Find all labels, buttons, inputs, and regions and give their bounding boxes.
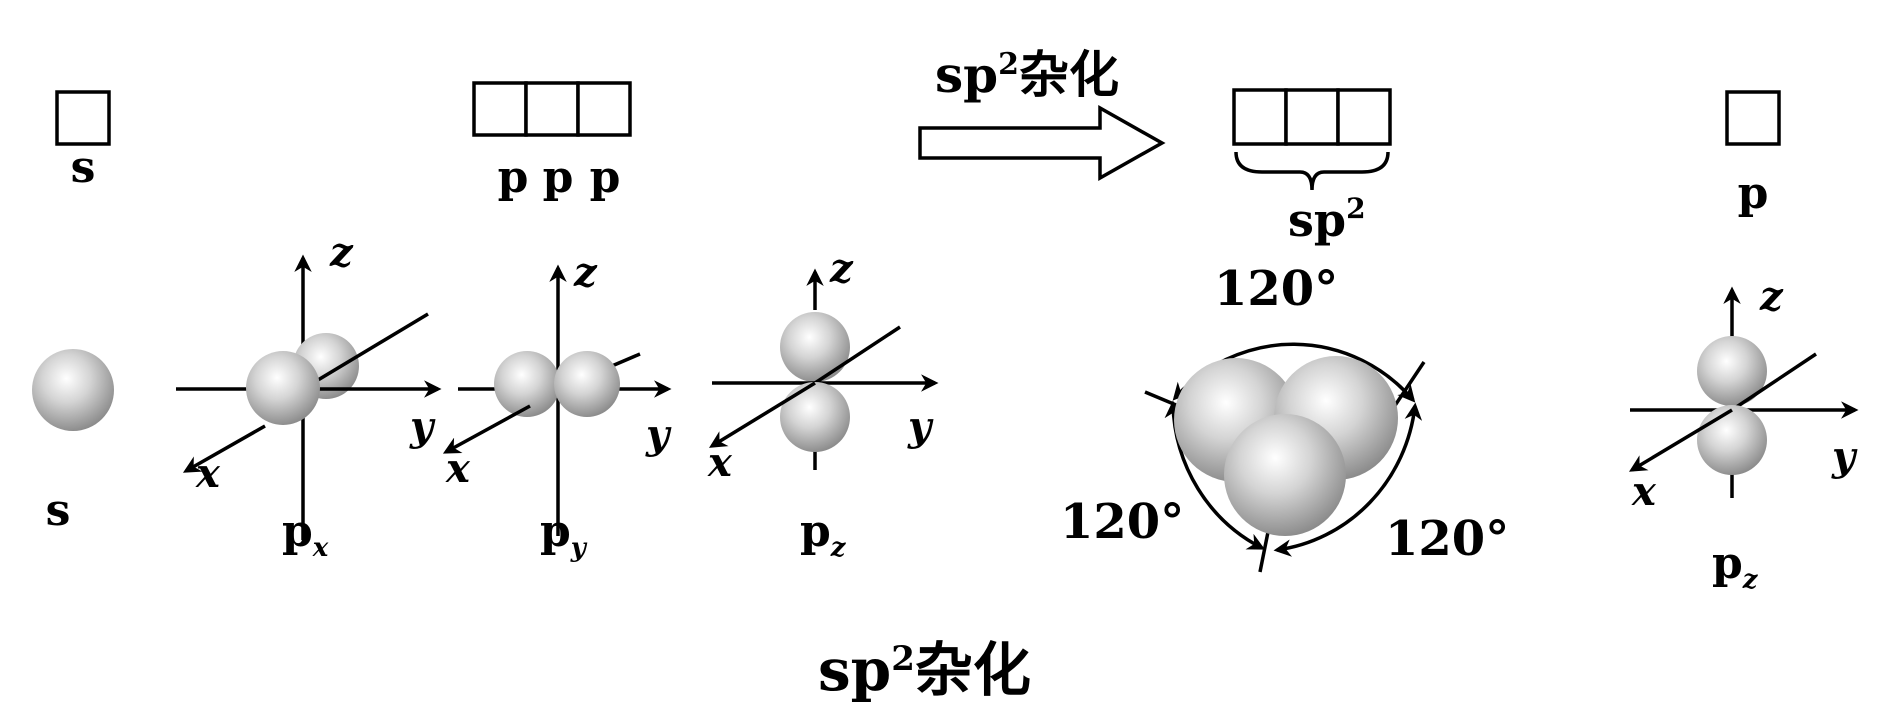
px-lobe-front bbox=[246, 351, 320, 425]
diagram-caption: sp2杂化 bbox=[818, 636, 1031, 704]
s-sphere bbox=[32, 349, 114, 431]
pz-x-label: x bbox=[707, 439, 733, 486]
px-orbital: z y x px bbox=[176, 229, 442, 563]
pz-label: pz bbox=[800, 506, 847, 563]
sp2-brace bbox=[1234, 151, 1390, 191]
py-x-axis bbox=[442, 404, 531, 454]
pz-lobe-bottom bbox=[780, 382, 850, 452]
px-x-label: x bbox=[195, 450, 221, 497]
py-y-label: y bbox=[645, 411, 672, 458]
p-orbital-box-1 bbox=[472, 81, 528, 137]
px-x-axis bbox=[182, 424, 266, 473]
sp2-lobe-bottom bbox=[1224, 414, 1346, 536]
px-xdiag-far bbox=[302, 312, 429, 391]
angle-arc-right bbox=[1273, 402, 1423, 557]
sp2-box-2 bbox=[1284, 88, 1340, 146]
px-label: px bbox=[282, 506, 329, 563]
pz-lobe-top bbox=[780, 312, 850, 382]
s-box-label: s bbox=[71, 142, 96, 193]
pz-right-x-axis bbox=[1628, 408, 1733, 472]
p-box-label-2: p bbox=[543, 152, 574, 203]
pz-y-label: y bbox=[907, 403, 934, 450]
py-z-label: z bbox=[573, 249, 598, 296]
s-orbital-label: s bbox=[46, 485, 71, 536]
py-orbital: z y x py bbox=[442, 249, 672, 563]
s-orbital-box bbox=[55, 90, 111, 146]
pz-x-axis bbox=[709, 381, 816, 448]
p-orbital-boxes-group: p p p bbox=[472, 81, 632, 203]
pz-right-orbital: z y x pz bbox=[1628, 273, 1859, 595]
sp2-box-1 bbox=[1232, 88, 1288, 146]
hybridization-arrow bbox=[918, 105, 1166, 181]
sp2-boxes-group: sp2 bbox=[1232, 88, 1392, 247]
p-right-box bbox=[1725, 90, 1781, 146]
pz-right-z-label: z bbox=[1759, 273, 1784, 320]
py-lobe-left bbox=[494, 351, 560, 417]
pz-right-lobe-top bbox=[1697, 336, 1767, 406]
divider-bottom bbox=[1258, 531, 1270, 573]
pz-right-y-label: y bbox=[1831, 433, 1858, 480]
pz-right-lobe-bottom bbox=[1697, 405, 1767, 475]
pz-right-xdiag-far bbox=[1731, 352, 1817, 412]
px-y-label: y bbox=[409, 403, 436, 450]
angle-label-top: 120° bbox=[1214, 261, 1338, 317]
s-orbital: s bbox=[32, 349, 114, 536]
arrow-label: sp2杂化 bbox=[935, 45, 1119, 104]
pz-right-label: pz bbox=[1712, 538, 1759, 595]
px-z-label: z bbox=[329, 229, 354, 276]
angle-label-left: 120° bbox=[1060, 494, 1184, 550]
p-orbital-box-3 bbox=[576, 81, 632, 137]
hybridization-arrow-group: sp2杂化 bbox=[918, 45, 1166, 181]
pz-right-x-label: x bbox=[1631, 468, 1657, 515]
sp2-label: sp2 bbox=[1288, 192, 1366, 247]
sp2-box-3 bbox=[1336, 88, 1392, 146]
p-orbital-box-2 bbox=[524, 81, 580, 137]
py-lobe-right bbox=[554, 351, 620, 417]
py-x-label: x bbox=[445, 445, 471, 492]
angle-label-right: 120° bbox=[1385, 511, 1509, 567]
pz-xdiag-far bbox=[814, 325, 901, 385]
p-right-box-group: p bbox=[1725, 90, 1781, 219]
sp2-hybrid-orbitals: 120° 120° 120° bbox=[1060, 261, 1509, 573]
pz-orbital: z y x pz bbox=[707, 245, 939, 563]
p-box-label-3: p bbox=[590, 152, 621, 203]
p-box-label-1: p bbox=[498, 152, 529, 203]
s-orbital-box-group: s bbox=[55, 90, 111, 193]
pz-z-label: z bbox=[829, 245, 854, 292]
p-right-box-label: p bbox=[1738, 168, 1769, 219]
py-label: py bbox=[540, 506, 588, 563]
